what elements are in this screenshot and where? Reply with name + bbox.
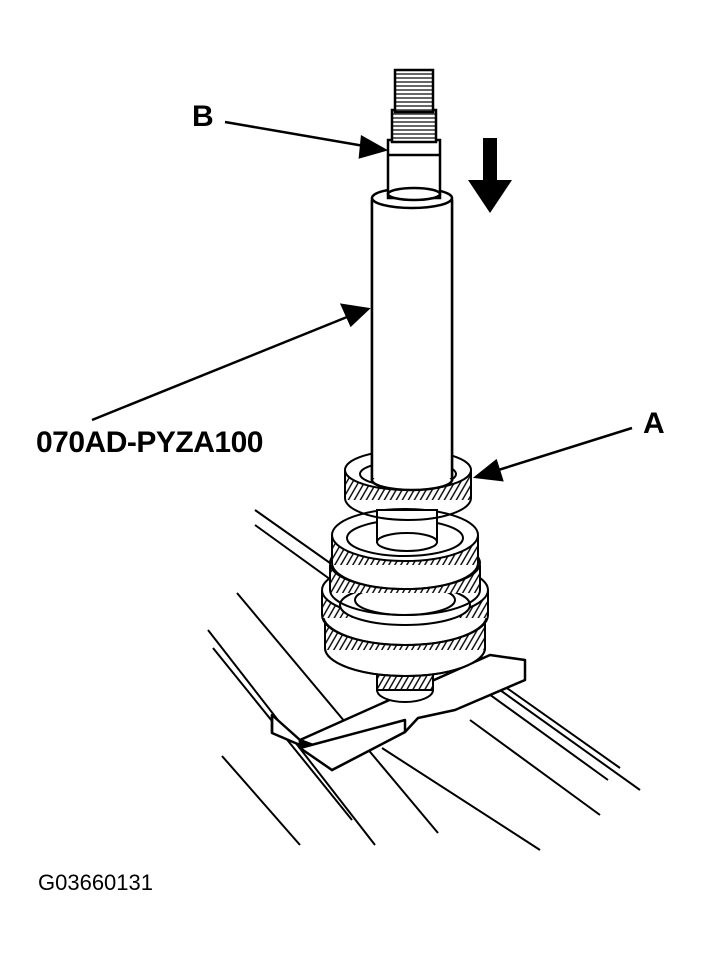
callout-b-label: B xyxy=(192,100,214,133)
attachment-b xyxy=(386,68,442,202)
tool-part-number: 070AD-PYZA100 xyxy=(36,426,263,459)
figure-id: G03660131 xyxy=(38,870,153,895)
callout-a-label: A xyxy=(643,407,665,440)
leader-lines xyxy=(91,120,633,482)
installer-tool xyxy=(370,186,454,492)
down-arrow-icon xyxy=(468,138,512,213)
